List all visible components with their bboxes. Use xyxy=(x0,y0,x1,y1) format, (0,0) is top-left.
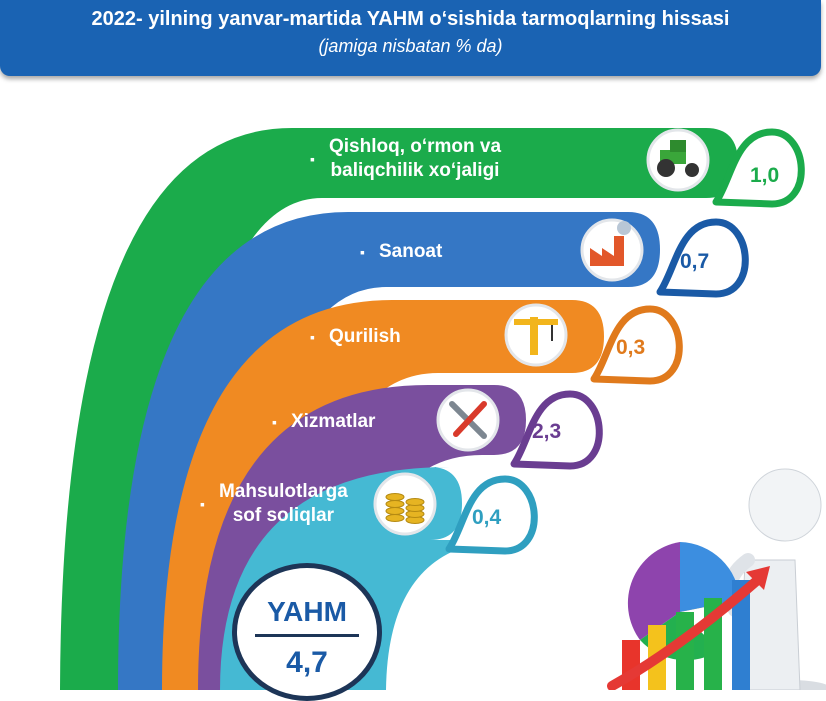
bullet-icon: ▪ xyxy=(360,244,365,260)
value-badge xyxy=(656,218,749,298)
value-label: 0,4 xyxy=(472,506,502,529)
tools-icon-glyph xyxy=(449,401,487,439)
analytics-figure-icon xyxy=(607,468,826,690)
bullet-icon: ▪ xyxy=(272,414,277,430)
category-label: ▪ Xizmatlar xyxy=(272,410,422,434)
chart-subtitle: (jamiga nisbatan % da) xyxy=(318,36,503,56)
bullet-icon: ▪ xyxy=(310,329,315,345)
bullet-icon: ▪ xyxy=(200,496,205,512)
value-label: 1,0 xyxy=(750,164,780,187)
category-text: Xizmatlar xyxy=(290,411,376,432)
total-value: 4,7 xyxy=(286,646,328,679)
total-label: YAHM xyxy=(267,596,347,627)
value-label: 0,3 xyxy=(616,336,646,359)
category-label: ▪ Qurilish xyxy=(310,325,460,349)
crane-icon-glyph xyxy=(514,317,558,355)
bullet-icon: ▪ xyxy=(310,151,315,167)
total-divider xyxy=(255,634,359,637)
value-badge xyxy=(445,475,538,555)
total-badge: YAHM 4,7 xyxy=(232,563,382,701)
value-badge xyxy=(712,128,805,208)
coins-icon-glyph xyxy=(385,493,425,524)
sector-band xyxy=(118,212,660,690)
value-label: 2,3 xyxy=(532,420,562,443)
category-text: Sanoat xyxy=(378,241,443,262)
category-label: ▪ Sanoat xyxy=(360,240,510,264)
category-text: Qurilish xyxy=(328,326,401,347)
value-badge xyxy=(510,390,603,470)
factory-icon-glyph xyxy=(590,221,631,266)
coins-icon xyxy=(373,472,437,536)
value-badge xyxy=(590,305,683,385)
chart-title: 2022- yilning yanvar-martida YAHM o‘sish… xyxy=(91,8,730,30)
value-label: 0,7 xyxy=(680,250,710,273)
header-banner: 2022- yilning yanvar-martida YAHM o‘sish… xyxy=(0,0,821,76)
tractor-icon-glyph xyxy=(657,140,699,177)
